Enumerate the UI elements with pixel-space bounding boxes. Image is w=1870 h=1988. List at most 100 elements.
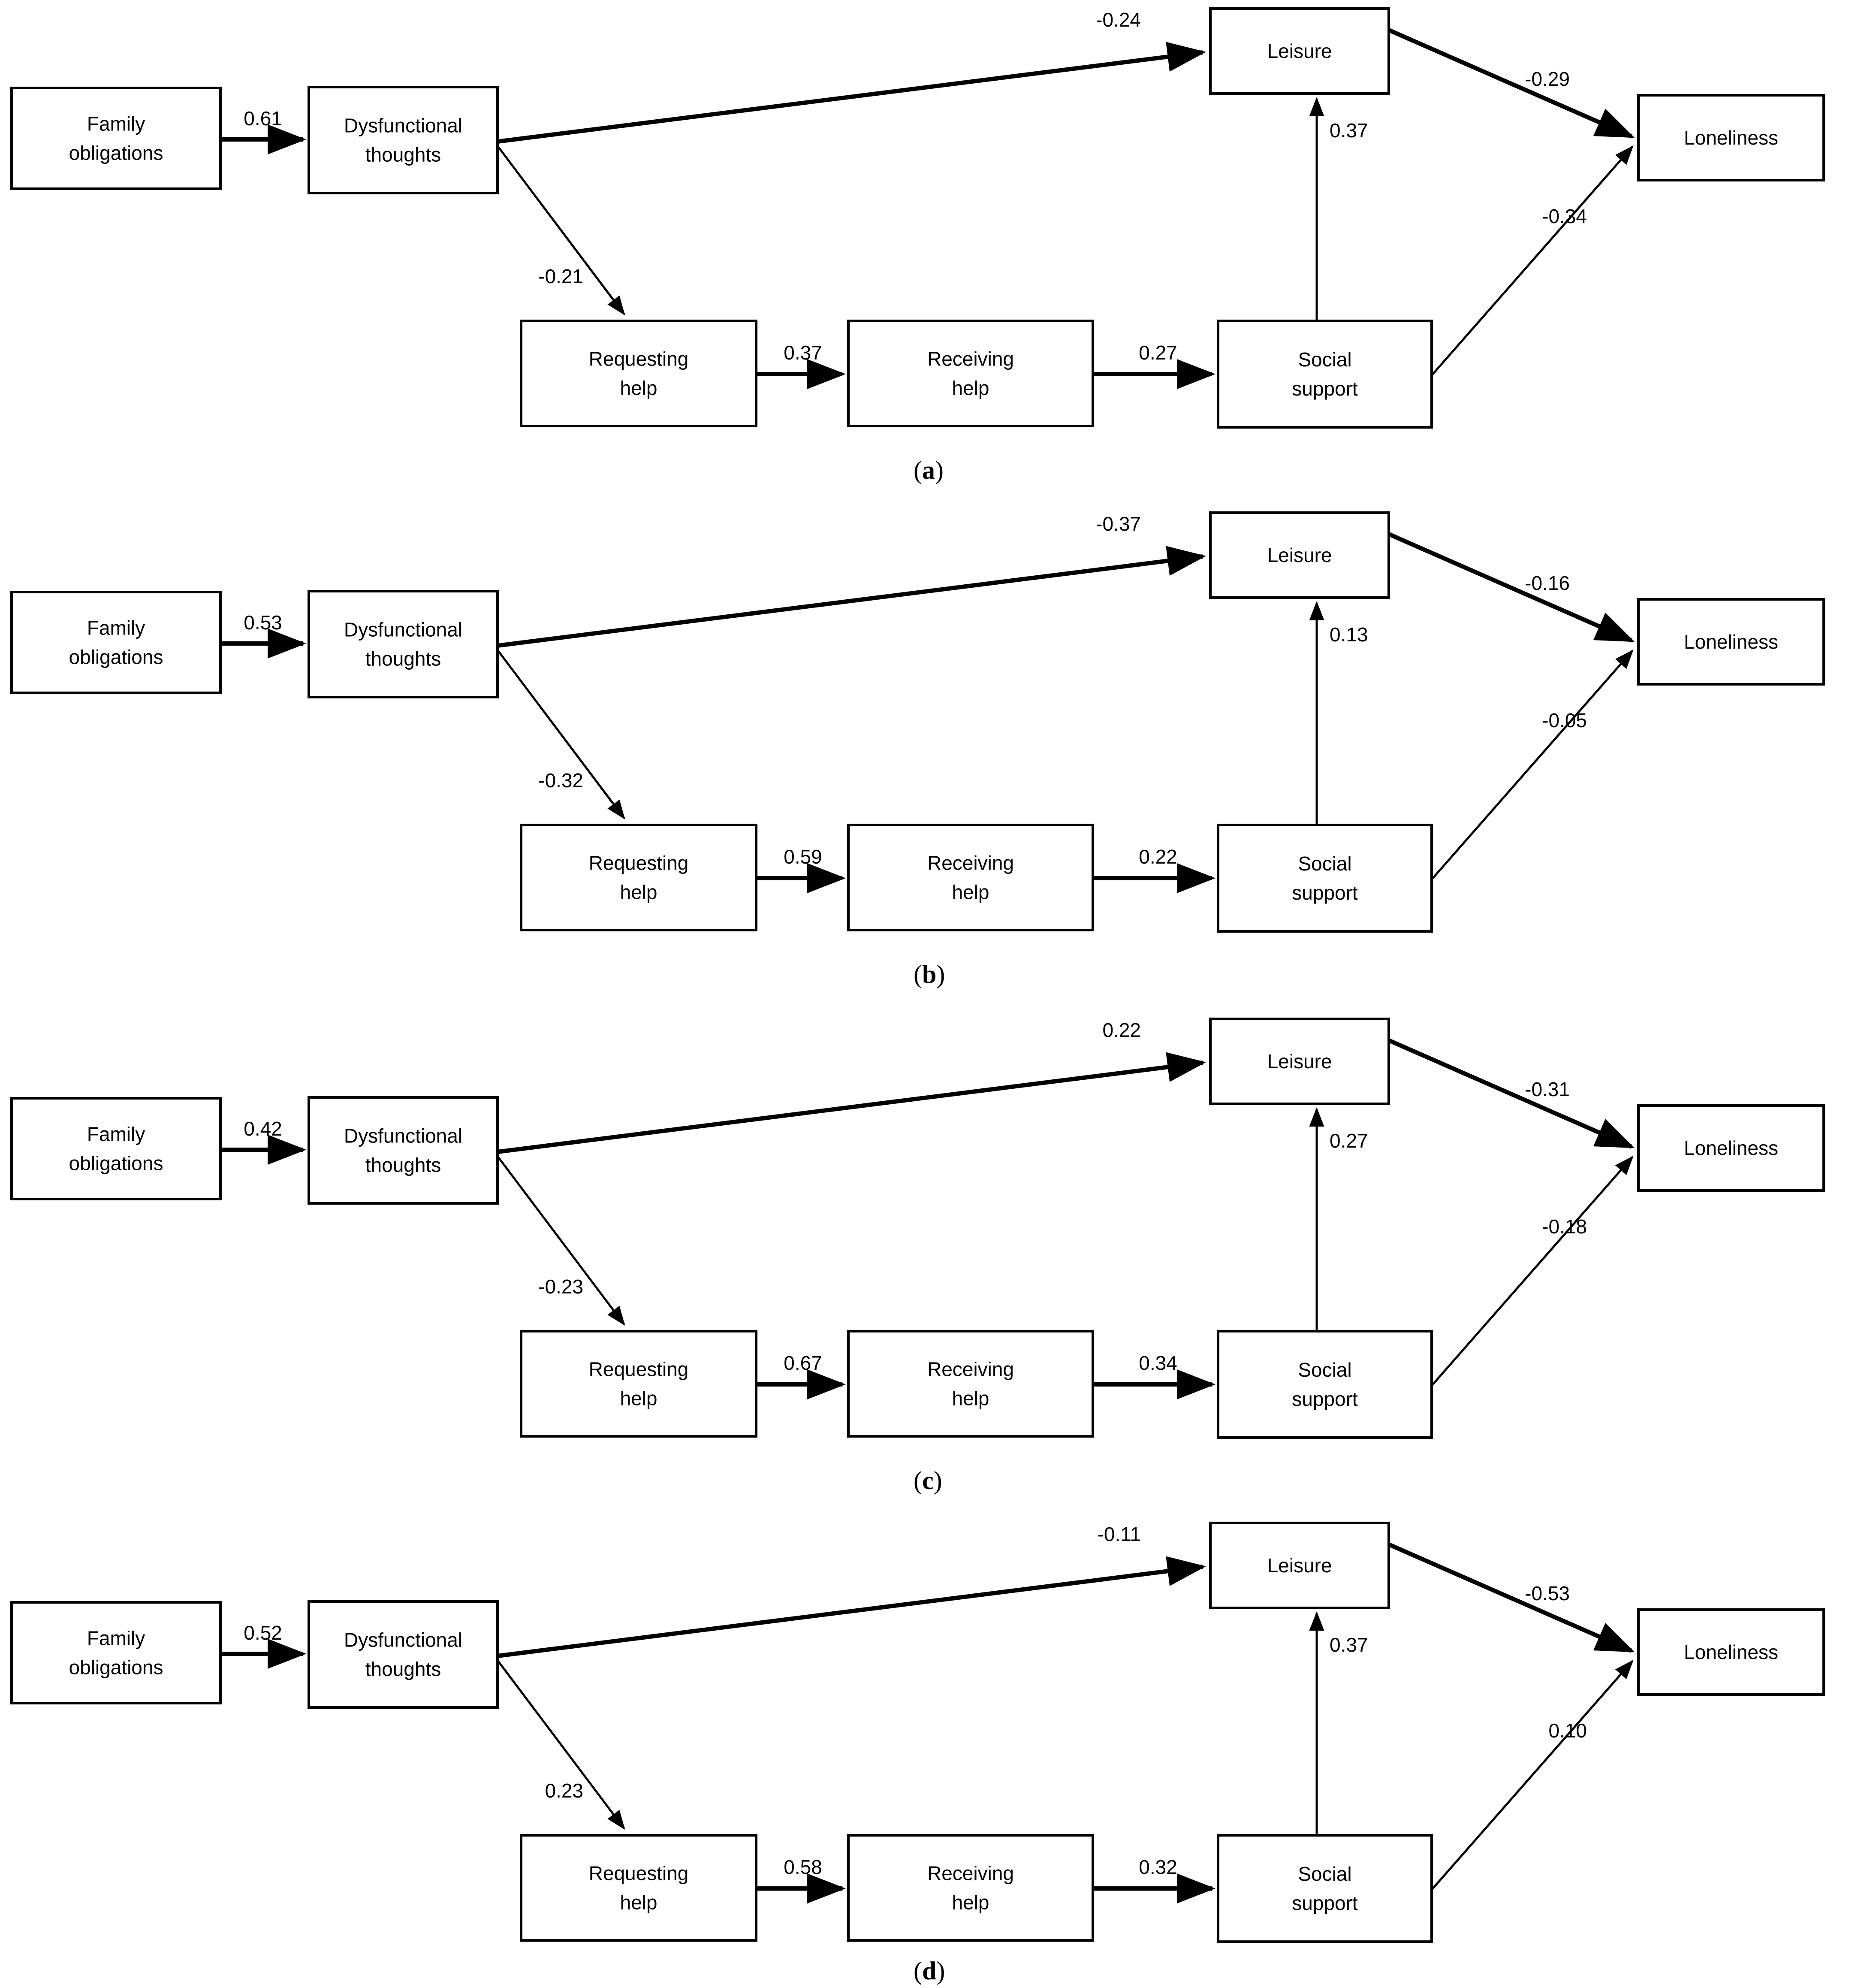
- node-leisure-label: Leisure: [1267, 1050, 1332, 1073]
- edge-label-receiving-to-social: 0.32: [1139, 1856, 1177, 1878]
- node-social-support-label: support: [1292, 1892, 1358, 1914]
- edge-label-social-to-loneliness: -0.18: [1542, 1215, 1587, 1238]
- node-dysfunctional-thoughts-label: Dysfunctional: [344, 1125, 462, 1147]
- node-family-obligations-label: obligations: [69, 646, 163, 668]
- node-receiving-help-rect: [847, 320, 1094, 427]
- panel-caption-d: (d): [914, 1957, 945, 1985]
- node-dysfunctional-thoughts-label: thoughts: [365, 648, 441, 670]
- node-receiving-help-rect: [847, 1330, 1094, 1438]
- node-loneliness[interactable]: Loneliness: [1637, 598, 1825, 686]
- node-social-support[interactable]: Social support: [1217, 1834, 1433, 1943]
- panel-caption-a: (a): [914, 456, 944, 484]
- edge-label-social-to-leisure: 0.27: [1330, 1130, 1368, 1152]
- node-family-obligations[interactable]: Family obligations: [10, 1097, 222, 1200]
- edge-dysfunctional-to-requesting: [497, 145, 625, 316]
- edge-social-to-loneliness: [1431, 1155, 1634, 1387]
- node-loneliness[interactable]: Loneliness: [1637, 94, 1825, 181]
- panel-caption-c: (c): [914, 1466, 942, 1495]
- edge-leisure-to-loneliness: [1387, 1038, 1635, 1149]
- node-requesting-help[interactable]: Requesting help: [520, 824, 757, 931]
- node-social-support-label: Social: [1298, 852, 1351, 875]
- node-requesting-help-label: help: [620, 1387, 658, 1410]
- edge-leisure-to-loneliness: [1387, 532, 1635, 643]
- node-requesting-help-rect: [520, 320, 757, 427]
- node-requesting-help-rect: [520, 1834, 757, 1942]
- node-requesting-help-label: Requesting: [589, 852, 689, 874]
- edge-dysfunctional-to-requesting: [497, 1155, 625, 1326]
- node-loneliness[interactable]: Loneliness: [1637, 1104, 1825, 1192]
- node-loneliness[interactable]: Loneliness: [1637, 1608, 1825, 1696]
- node-receiving-help-label: help: [952, 1387, 989, 1410]
- node-dysfunctional-thoughts-label: thoughts: [365, 1658, 441, 1680]
- node-social-support-rect: [1217, 1834, 1433, 1943]
- node-leisure-rect: [1209, 1018, 1390, 1105]
- edge-label-family-to-dysfunctional: 0.61: [244, 107, 282, 130]
- node-loneliness-rect: [1637, 598, 1825, 686]
- node-social-support-label: support: [1292, 1388, 1358, 1410]
- node-leisure[interactable]: Leisure: [1209, 7, 1390, 95]
- node-dysfunctional-thoughts-rect: [308, 1096, 499, 1205]
- edge-label-requesting-to-receiving: 0.58: [784, 1856, 822, 1878]
- edge-label-dysfunctional-to-leisure: -0.24: [1096, 9, 1141, 31]
- edge-label-dysfunctional-to-requesting: -0.32: [538, 769, 583, 792]
- edge-label-leisure-to-loneliness: -0.31: [1525, 1078, 1570, 1100]
- node-family-obligations-label: obligations: [69, 1656, 163, 1679]
- edge-leisure-to-loneliness: [1387, 28, 1635, 139]
- node-requesting-help[interactable]: Requesting help: [520, 320, 757, 427]
- node-social-support-rect: [1217, 824, 1433, 933]
- edge-dysfunctional-to-leisure: [497, 546, 1206, 648]
- panel-c: Family obligations Dysfunctional thoughtsRe…: [10, 1018, 1825, 1439]
- edge-label-leisure-to-loneliness: -0.29: [1525, 68, 1570, 90]
- node-dysfunctional-thoughts-rect: [308, 86, 499, 194]
- node-requesting-help-label: help: [620, 377, 658, 399]
- node-requesting-help-label: Requesting: [589, 348, 689, 370]
- node-dysfunctional-thoughts-label: thoughts: [365, 1154, 441, 1176]
- node-dysfunctional-thoughts-label: thoughts: [365, 144, 441, 166]
- node-leisure-label: Leisure: [1267, 1554, 1332, 1577]
- node-family-obligations-label: obligations: [69, 1152, 163, 1175]
- node-requesting-help-label: help: [620, 881, 658, 903]
- edge-label-receiving-to-social: 0.27: [1139, 341, 1177, 364]
- edge-label-requesting-to-receiving: 0.37: [784, 341, 822, 364]
- edge-label-dysfunctional-to-requesting: -0.23: [538, 1275, 583, 1298]
- node-receiving-help[interactable]: Receiving help: [847, 1330, 1094, 1438]
- node-leisure[interactable]: Leisure: [1209, 1522, 1390, 1609]
- node-social-support-label: Social: [1298, 1863, 1351, 1885]
- node-receiving-help-label: help: [952, 377, 989, 399]
- edge-label-social-to-leisure: 0.13: [1330, 623, 1368, 646]
- node-leisure[interactable]: Leisure: [1209, 1018, 1390, 1105]
- node-loneliness-rect: [1637, 1608, 1825, 1696]
- node-leisure[interactable]: Leisure: [1209, 511, 1390, 599]
- node-family-obligations-label: Family: [87, 1123, 145, 1145]
- edge-label-social-to-loneliness: -0.05: [1542, 709, 1587, 731]
- edge-label-dysfunctional-to-leisure: -0.11: [1098, 1523, 1141, 1545]
- edge-label-receiving-to-social: 0.22: [1139, 846, 1177, 868]
- node-requesting-help-label: Requesting: [589, 1862, 689, 1885]
- node-family-obligations-rect: [10, 1097, 222, 1200]
- node-receiving-help-label: help: [952, 1891, 989, 1914]
- node-receiving-help-label: Receiving: [927, 1358, 1014, 1381]
- node-requesting-help-rect: [520, 1330, 757, 1438]
- node-leisure-label: Leisure: [1267, 40, 1332, 62]
- edge-label-social-to-leisure: 0.37: [1330, 1634, 1368, 1656]
- edge-social-to-loneliness: [1431, 145, 1634, 376]
- node-dysfunctional-thoughts[interactable]: Dysfunctional thoughts: [308, 1096, 499, 1205]
- edge-label-leisure-to-loneliness: -0.16: [1525, 572, 1570, 594]
- node-family-obligations-label: obligations: [69, 142, 163, 164]
